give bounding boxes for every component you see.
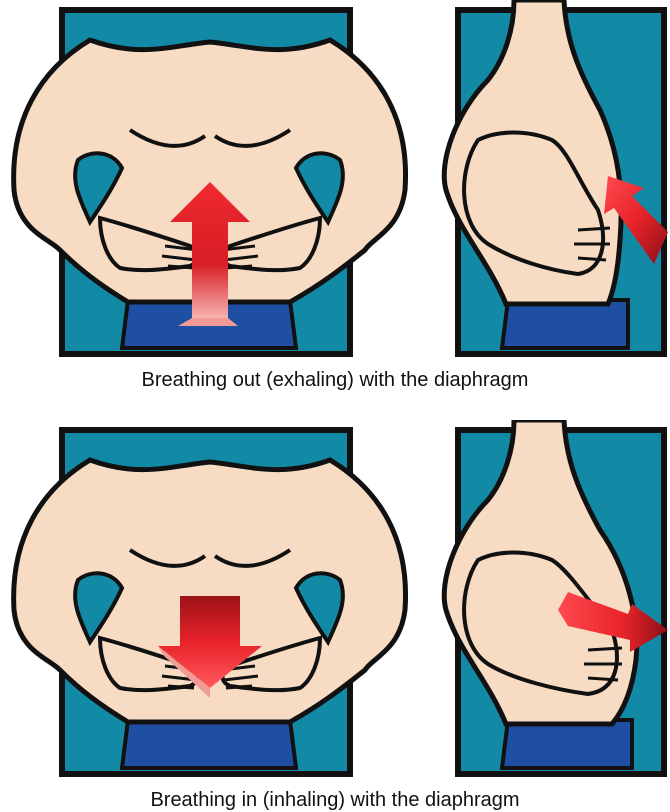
inhale-side-view xyxy=(418,420,670,780)
exhale-front-view xyxy=(0,0,420,360)
caption-inhaling: Breathing in (inhaling) with the diaphra… xyxy=(0,788,670,812)
caption-exhaling: Breathing out (exhaling) with the diaphr… xyxy=(0,368,670,392)
shorts xyxy=(502,300,628,348)
exhale-side-view xyxy=(418,0,670,360)
shorts xyxy=(122,720,296,768)
inhale-front-view xyxy=(0,420,420,780)
shorts xyxy=(502,720,632,768)
